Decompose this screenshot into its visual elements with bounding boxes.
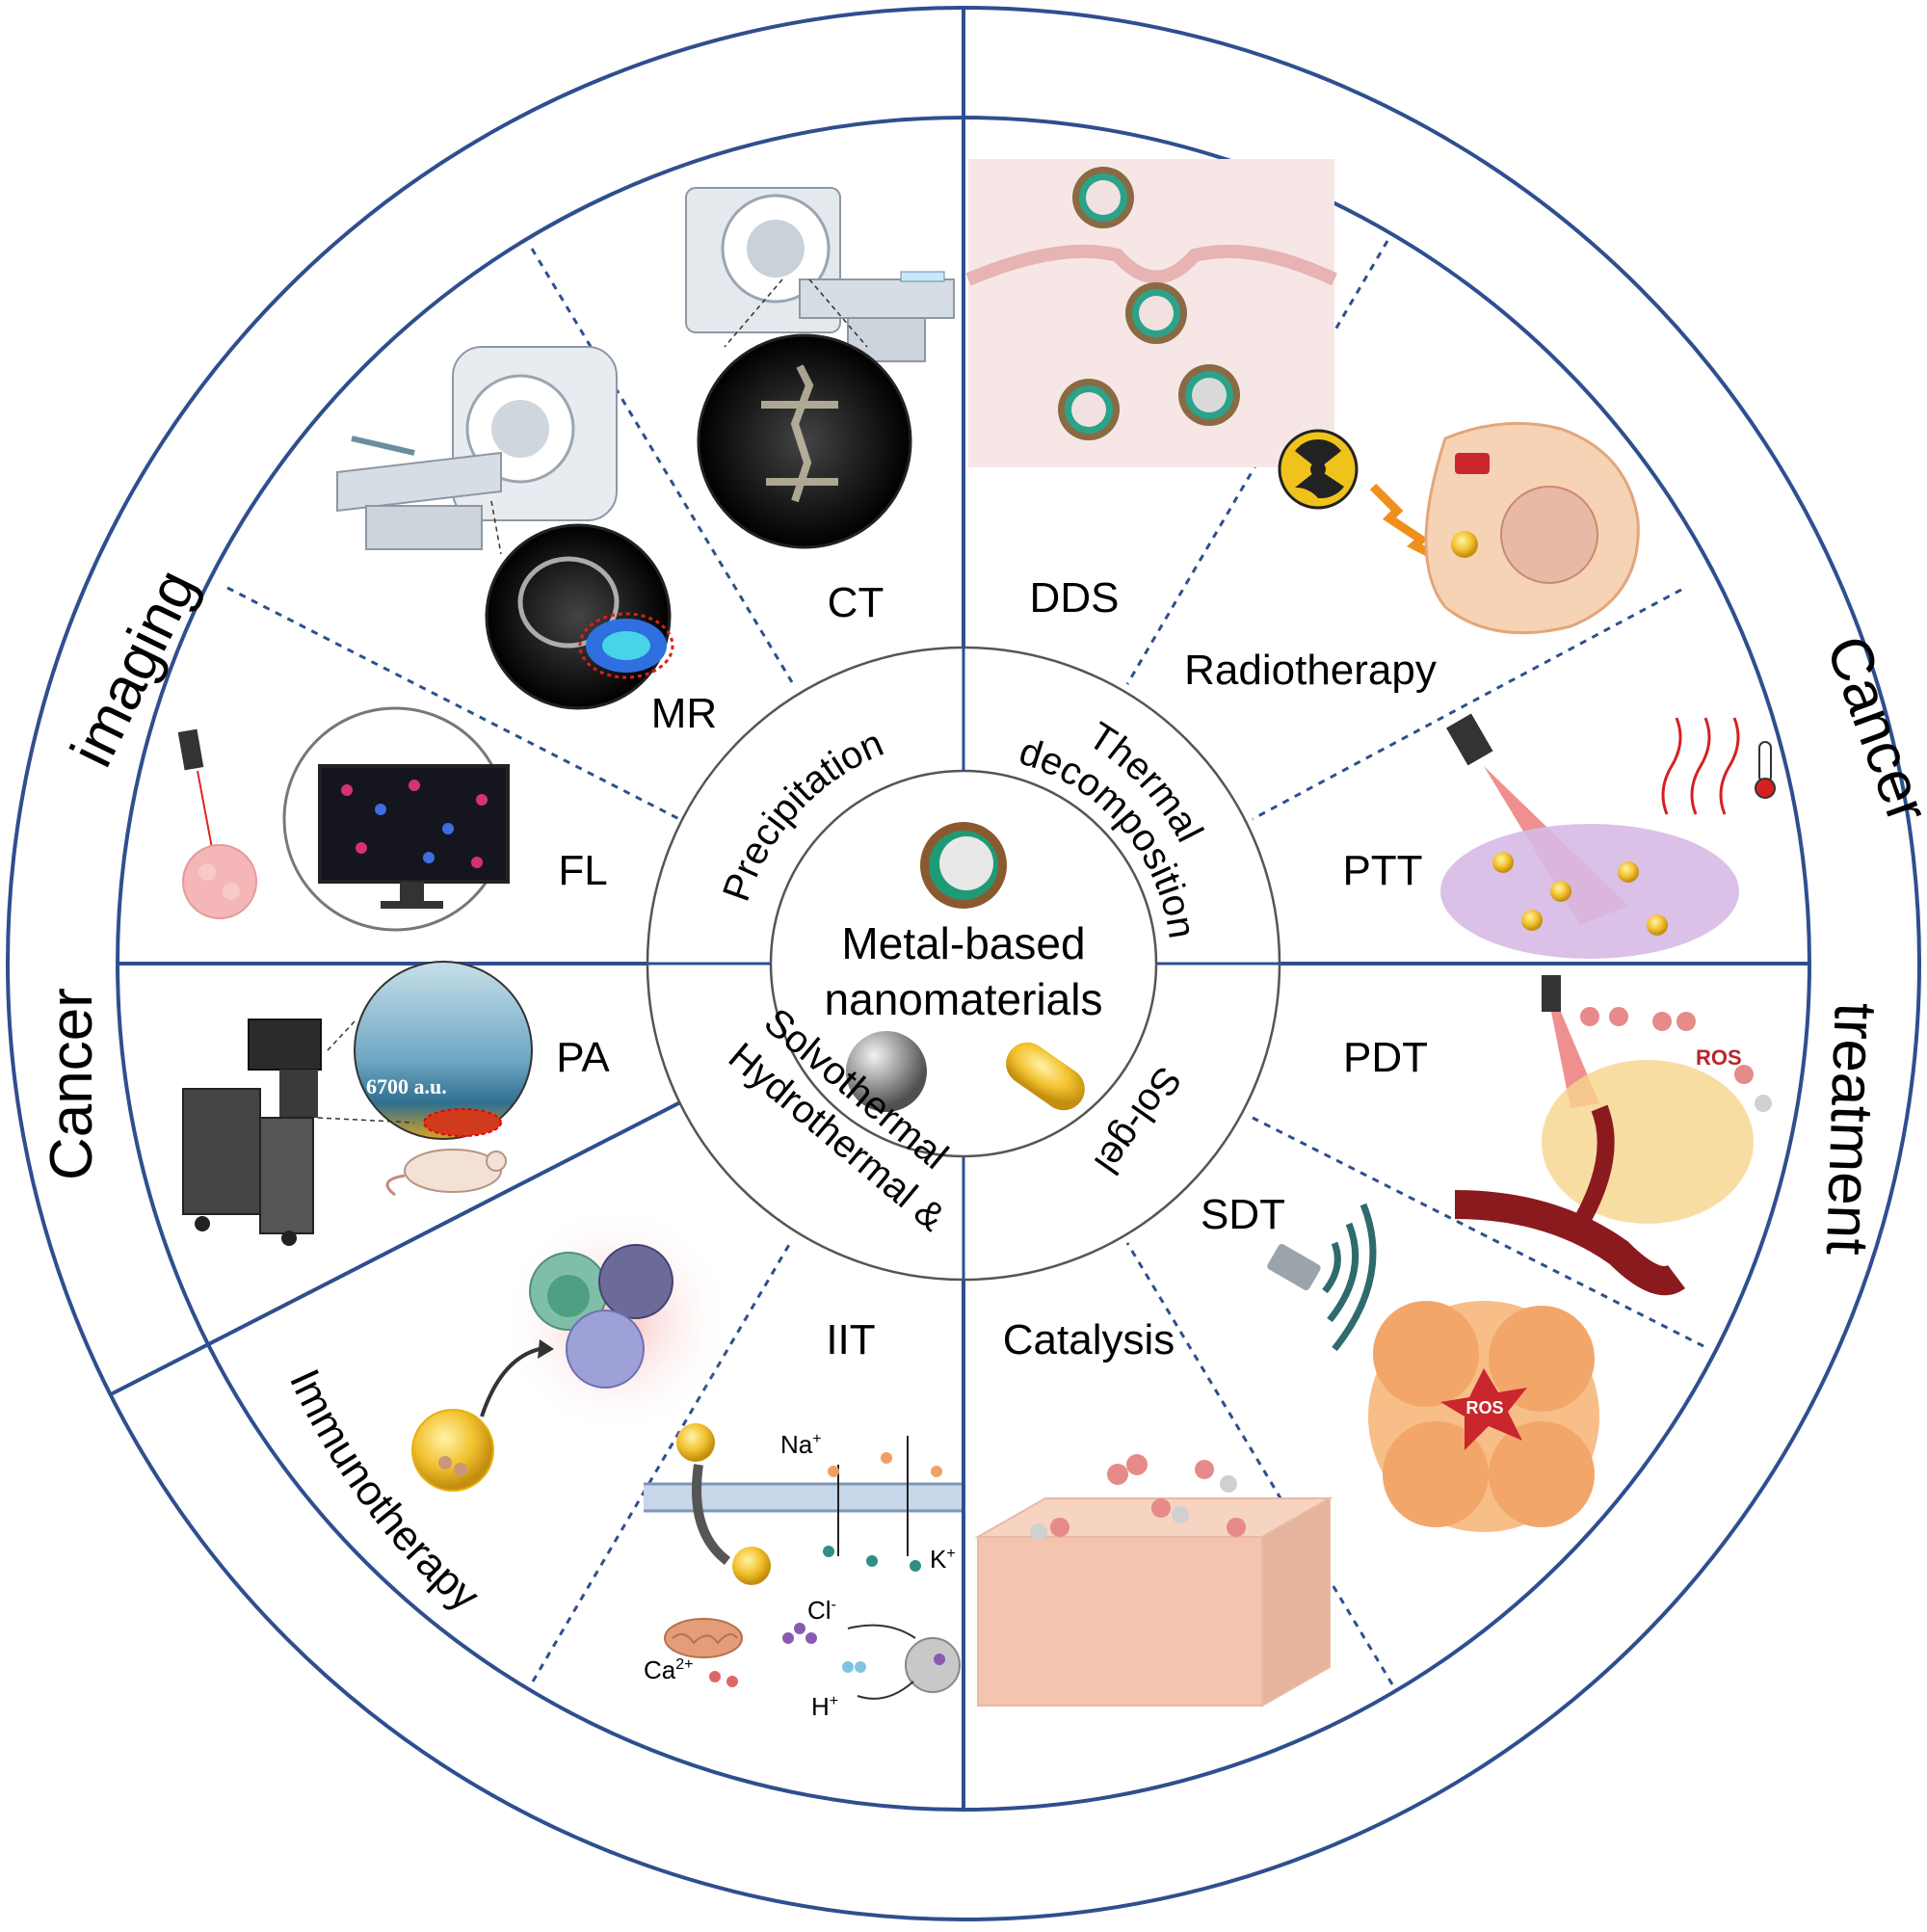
ion-h: H+ [811, 1692, 838, 1721]
divider-imaging-end [110, 1098, 685, 1396]
dds-illustration [965, 159, 1337, 467]
label-mr: MR [651, 690, 717, 737]
label-pdt: PDT [1343, 1034, 1428, 1081]
ion-ca: Ca2+ [644, 1655, 694, 1684]
laser-icon [1542, 975, 1561, 1012]
nanocarrier-3 [1058, 379, 1120, 440]
pa-illustration: 6700 a.u. [182, 961, 533, 1246]
label-fl: FL [558, 847, 607, 894]
ion-na: Na+ [780, 1430, 822, 1459]
ion-cl: Cl- [807, 1596, 836, 1625]
radiation-icon [1278, 429, 1359, 510]
radiotherapy-illustration [1278, 421, 1640, 635]
spoke-immuno-iit [531, 1242, 792, 1682]
pdt-illustration: ROS [1454, 975, 1772, 1295]
nanocarrier-4 [1178, 364, 1240, 426]
laser-icon [1446, 713, 1493, 766]
label-pa: PA [556, 1034, 610, 1081]
center-core-shell-particle [920, 822, 1007, 909]
label-ptt: PTT [1342, 847, 1422, 894]
pa-value: 6700 a.u. [366, 1074, 447, 1098]
label-ct: CT [828, 579, 884, 626]
iit-illustration: Na+ K+ Cl- Ca2+ H+ [644, 1423, 962, 1721]
sdt-illustration: ROS [1267, 1203, 1599, 1532]
immunotherapy-illustration [411, 1204, 732, 1492]
label-dds: DDS [1030, 574, 1120, 622]
spoke-radio-ptt [1252, 588, 1682, 821]
tissue-cells [1440, 824, 1739, 959]
monitor-icon [318, 764, 510, 909]
ct-illustration [685, 187, 955, 549]
mri-scanner-icon [336, 346, 618, 550]
center-silver-sphere [846, 1031, 927, 1112]
mr-illustration [336, 346, 674, 710]
pa-scan-image [354, 961, 533, 1140]
treatment-word2: treatment [1813, 1002, 1888, 1257]
spoke-mr-fl [226, 586, 680, 821]
ptt-illustration [1440, 713, 1776, 959]
mouse-icon [385, 1149, 507, 1197]
sdt-ros-label: ROS [1465, 1398, 1503, 1417]
thermometer-icon [1755, 741, 1776, 799]
center-gold-rod [1006, 1042, 1085, 1111]
pdt-ros-label: ROS [1696, 1045, 1742, 1070]
center-line2: nanomaterials [825, 974, 1103, 1024]
spoke-ct-mr [530, 248, 794, 683]
blood-vessel [1454, 1190, 1685, 1295]
laser-icon [177, 728, 204, 771]
ion-k: K+ [930, 1545, 956, 1574]
label-sdt: SDT [1201, 1191, 1285, 1238]
spoke-pdt-sdt [1252, 1116, 1704, 1348]
tissue-block [977, 1536, 1263, 1707]
membrane [644, 1484, 962, 1511]
nanocarrier-1 [1072, 167, 1134, 228]
fl-illustration [177, 706, 510, 932]
center-line1: Metal-based [841, 918, 1085, 968]
mitochondria-icon [664, 1618, 743, 1658]
nanocarrier-2 [1125, 282, 1187, 344]
imaging-word1: Cancer [39, 988, 105, 1180]
ros-burst [1440, 1368, 1527, 1450]
spoke-sdt-catalysis [1125, 1242, 1394, 1685]
label-radiotherapy: Radiotherapy [1184, 647, 1437, 694]
dendritic-cell [598, 1244, 673, 1319]
lightning-icon [1369, 483, 1453, 569]
nanoparticle-icon [676, 1423, 715, 1462]
transducer-icon [1267, 1243, 1321, 1291]
label-catalysis: Catalysis [1003, 1316, 1175, 1363]
tumor-cluster [182, 844, 257, 919]
ultrasound-machine-icon [182, 1019, 322, 1246]
nanoparticle-icon [411, 1409, 494, 1492]
catalysis-illustration [974, 1454, 1333, 1707]
tumor-mass [1542, 1060, 1754, 1224]
ct-scanner-icon [685, 187, 955, 362]
label-iit: IIT [826, 1316, 875, 1363]
